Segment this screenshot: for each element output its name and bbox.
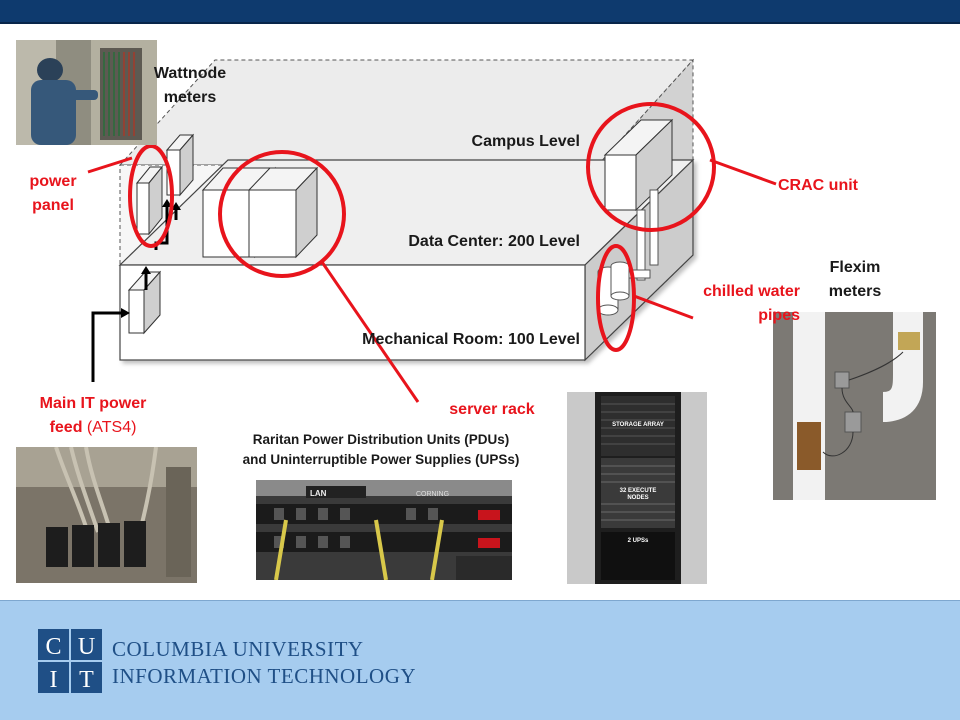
arrowheads [121, 199, 181, 318]
svg-text:I: I [50, 667, 58, 693]
chilled-water-pipes-label: chilled water pipes [703, 283, 800, 324]
pdu-ups-caption: Raritan Power Distribution Units (PDUs) … [242, 432, 520, 467]
svg-text:U: U [78, 634, 95, 660]
org-name-line2: INFORMATION TECHNOLOGY [112, 664, 417, 688]
highlight-circles [128, 102, 716, 352]
crac-unit-label: CRAC unit [778, 177, 858, 194]
server-rack-boxes [201, 166, 319, 259]
main-it-ats-note: (ATS4) [82, 419, 137, 436]
flexim-meters-label: Flexim meters [828, 259, 882, 300]
main-it-power-feed-label: Main IT power feed (ATS4) [39, 395, 147, 436]
rack-photo-label-bottom: 2 UPSs [628, 538, 649, 544]
campus-level-label: Campus Level [471, 133, 580, 150]
server-rack-label: server rack [449, 401, 535, 418]
cuit-logo: C U I T [38, 629, 102, 693]
svg-text:T: T [79, 667, 94, 693]
pdu-ups-photo: LAN CORNING [256, 480, 512, 580]
main-it-feed-word: feed [49, 419, 83, 436]
wattnode-meters-label: Wattnode meters [153, 65, 227, 106]
mechanical-room-level-label: Mechanical Room: 100 Level [362, 331, 580, 348]
rack-photo-label-middle-2: NODES [627, 495, 648, 501]
crac-unit-box [603, 118, 674, 212]
flexim-meters-photo [773, 312, 936, 500]
power-panel-label: power panel [29, 173, 77, 214]
footer-banner: C U I T COLUMBIA UNIVERSITY INFORMATION … [0, 600, 960, 720]
rack-photo-label-top: STORAGE ARRAY [612, 422, 664, 428]
org-name-line1: COLUMBIA UNIVERSITY [112, 637, 364, 661]
pdu-photo-brand-left: LAN [310, 489, 327, 498]
pipes [597, 189, 659, 316]
server-rack-photo: STORAGE ARRAY 32 EXECUTE NODES 2 UPSs [567, 392, 707, 584]
building-diagram [87, 58, 777, 403]
data-center-level-label: Data Center: 200 Level [408, 233, 580, 250]
svg-text:C: C [45, 634, 61, 660]
header-bar [0, 0, 960, 24]
rack-photo-label-middle-1: 32 EXECUTE [620, 488, 657, 494]
power-panel-boxes [127, 133, 195, 335]
power-panel-photo [16, 40, 157, 145]
pdu-photo-brand-right: CORNING [416, 491, 449, 498]
leader-lines [87, 156, 777, 403]
main-power-feed-photo [16, 447, 197, 583]
